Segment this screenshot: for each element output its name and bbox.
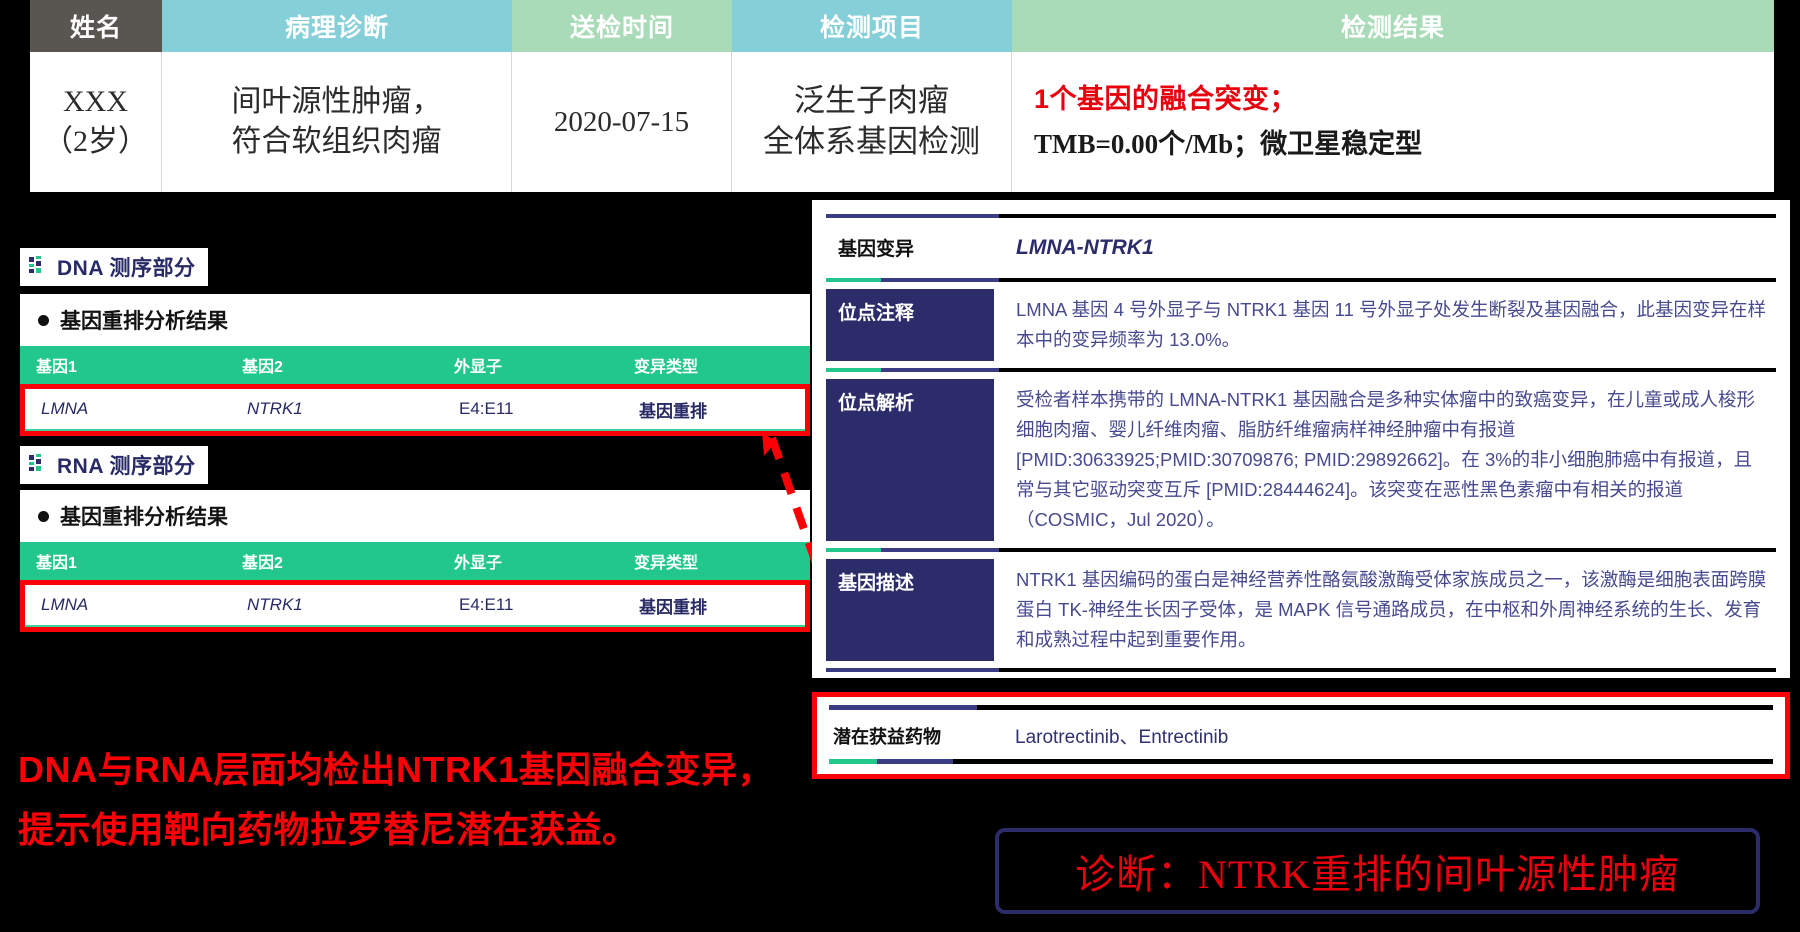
- dna-cell-type: 基因重排: [639, 401, 707, 421]
- table-row: LMNA NTRK1 E4:E11 基因重排: [25, 389, 805, 431]
- patient-summary-table: 姓名 病理诊断 送检时间 检测项目 检测结果 XXX （2岁） 间叶源性肿瘤， …: [30, 0, 1774, 192]
- rna-bullet-heading: 基因重排分析结果: [20, 490, 810, 542]
- locus-annotation-key: 位点注释: [826, 289, 994, 361]
- rna-section-label: RNA 测序部分: [57, 455, 196, 478]
- rna-cell-gene1: LMNA: [41, 595, 89, 614]
- rna-results-card: 基因重排分析结果 基因1 基因2 外显子 变异类型 LMNA NTRK1 E4:…: [20, 490, 810, 632]
- conclusion-text: DNA与RNA层面均检出NTRK1基因融合变异， 提示使用靶向药物拉罗替尼潜在获…: [18, 740, 808, 861]
- locus-analysis-block: 位点解析 受检者样本携带的 LMNA-NTRK1 基因融合是多种实体瘤中的致癌变…: [826, 367, 1776, 541]
- patient-table-data-row: XXX （2岁） 间叶源性肿瘤， 符合软组织肉瘤 2020-07-15 泛生子肉…: [30, 52, 1774, 192]
- sequencing-results-panel: DNA 测序部分 基因重排分析结果 基因1 基因2 外显子 变异类型 LMNA: [20, 248, 810, 632]
- cell-patient-name: XXX （2岁）: [30, 52, 162, 192]
- gene-description-value: NTRK1 基因编码的蛋白是神经营养性酪氨酸激酶受体家族成员之一，该激酶是细胞表…: [1016, 568, 1767, 650]
- grid-squares-icon: [28, 255, 48, 280]
- locus-analysis-key: 位点解析: [826, 378, 994, 541]
- dna-cell-exon: E4:E11: [459, 399, 514, 418]
- divider-rule: [829, 759, 1773, 764]
- grid-squares-icon: [28, 453, 48, 478]
- dna-cell-gene2: NTRK1: [247, 399, 303, 418]
- conclusion-line1: DNA与RNA层面均检出NTRK1基因融合变异，: [18, 749, 774, 790]
- gene-description-kv: 基因描述 NTRK1 基因编码的蛋白是神经营养性酪氨酸激酶受体家族成员之一，该激…: [826, 552, 1776, 661]
- dna-col-gene1: 基因1: [36, 359, 77, 376]
- potential-benefit-drugs-box: 潜在获益药物 Larotrectinib、Entrectinib: [812, 692, 1790, 779]
- rna-bullet-label: 基因重排分析结果: [60, 506, 228, 529]
- divider-rule: [826, 367, 1776, 372]
- test-item-line1: 泛生子肉瘤: [794, 83, 949, 119]
- cell-test-result: 1个基因的融合突变； TMB=0.00个/Mb；微卫星稳定型: [1012, 52, 1774, 192]
- panel-bottom-rule: [826, 667, 1776, 672]
- patient-table-header-row: 姓名 病理诊断 送检时间 检测项目 检测结果: [30, 0, 1774, 52]
- cell-pathology-diagnosis: 间叶源性肿瘤， 符合软组织肉瘤: [162, 52, 512, 192]
- header-cell-test-item: 检测项目: [732, 0, 1012, 52]
- cell-sample-date: 2020-07-15: [512, 52, 732, 192]
- patient-name-line1: XXX: [63, 85, 128, 119]
- dna-col-exon: 外显子: [454, 359, 503, 376]
- rna-col-exon: 外显子: [454, 555, 503, 572]
- dna-col-gene2: 基因2: [242, 359, 283, 376]
- locus-annotation-kv: 位点注释 LMNA 基因 4 号外显子与 NTRK1 基因 11 号外显子处发生…: [826, 282, 1776, 361]
- gene-variant-value: LMNA-NTRK1: [1016, 236, 1154, 259]
- rna-cell-type: 基因重排: [639, 597, 707, 617]
- cell-test-item: 泛生子肉瘤 全体系基因检测: [732, 52, 1012, 192]
- rna-col-gene2: 基因2: [242, 555, 283, 572]
- dna-row-highlight-box: LMNA NTRK1 E4:E11 基因重排: [20, 384, 810, 436]
- pathology-line1: 间叶源性肿瘤，: [231, 85, 442, 119]
- drugs-value: Larotrectinib、Entrectinib: [1015, 727, 1229, 748]
- rna-section-badge: RNA 测序部分: [20, 446, 208, 484]
- locus-analysis-value: 受检者样本携带的 LMNA-NTRK1 基因融合是多种实体瘤中的致癌变异，在儿童…: [1016, 388, 1755, 530]
- pathology-line2: 符合软组织肉瘤: [231, 125, 442, 158]
- gene-description-block: 基因描述 NTRK1 基因编码的蛋白是神经营养性酪氨酸激酶受体家族成员之一，该激…: [826, 547, 1776, 661]
- bullet-dot-icon: [38, 314, 49, 326]
- rna-cell-exon: E4:E11: [459, 595, 514, 614]
- dna-bullet-heading: 基因重排分析结果: [20, 294, 810, 346]
- dna-col-type: 变异类型: [634, 359, 699, 376]
- diagnosis-box: 诊断：NTRK重排的间叶源性肿瘤: [995, 828, 1760, 914]
- rna-table-header: 基因1 基因2 外显子 变异类型: [20, 542, 810, 580]
- rna-col-gene1: 基因1: [36, 555, 77, 572]
- rna-col-type: 变异类型: [634, 555, 699, 572]
- header-cell-date: 送检时间: [512, 0, 732, 52]
- divider-rule: [826, 547, 1776, 552]
- locus-annotation-block: 位点注释 LMNA 基因 4 号外显子与 NTRK1 基因 11 号外显子处发生…: [826, 278, 1776, 361]
- locus-analysis-kv: 位点解析 受检者样本携带的 LMNA-NTRK1 基因融合是多种实体瘤中的致癌变…: [826, 372, 1776, 541]
- dna-rearrangement-table: 基因1 基因2 外显子 变异类型 LMNA NTRK1 E4:E11 基因重排: [20, 346, 810, 436]
- divider-rule: [826, 278, 1776, 283]
- gene-description-key: 基因描述: [826, 558, 994, 661]
- rna-cell-gene2: NTRK1: [247, 595, 303, 614]
- rna-row-highlight-box: LMNA NTRK1 E4:E11 基因重排: [20, 580, 810, 632]
- gene-variant-key: 基因变异: [838, 239, 915, 260]
- header-cell-name: 姓名: [30, 0, 162, 52]
- gene-variant-kv: 基因变异 LMNA-NTRK1: [826, 218, 1776, 271]
- header-cell-test-result: 检测结果: [1012, 0, 1774, 52]
- result-tmb-msi: TMB=0.00个/Mb；微卫星稳定型: [1034, 128, 1423, 159]
- dna-section-label: DNA 测序部分: [57, 257, 196, 280]
- dna-cell-gene1: LMNA: [41, 399, 89, 418]
- variant-detail-panel: 基因变异 LMNA-NTRK1 位点注释 LMNA 基因 4 号外显子与 NTR…: [812, 200, 1790, 678]
- dna-results-card: 基因重排分析结果 基因1 基因2 外显子 变异类型 LMNA NTRK1 E4:…: [20, 294, 810, 436]
- diagnosis-text: 诊断：NTRK重排的间叶源性肿瘤: [1075, 852, 1680, 897]
- divider-rule: [826, 214, 1776, 218]
- locus-annotation-value: LMNA 基因 4 号外显子与 NTRK1 基因 11 号外显子处发生断裂及基因…: [1016, 299, 1767, 350]
- drugs-kv: 潜在获益药物 Larotrectinib、Entrectinib: [829, 710, 1773, 759]
- gene-variant-block: 基因变异 LMNA-NTRK1: [826, 214, 1776, 271]
- header-cell-pathology: 病理诊断: [162, 0, 512, 52]
- result-fusion-summary: 1个基因的融合突变；: [1034, 83, 1298, 114]
- bullet-dot-icon: [38, 510, 49, 522]
- patient-age-line: （2岁）: [43, 125, 148, 158]
- dna-bullet-label: 基因重排分析结果: [60, 310, 228, 333]
- divider-rule: [829, 705, 1773, 710]
- table-row: LMNA NTRK1 E4:E11 基因重排: [25, 585, 805, 627]
- conclusion-line2: 提示使用靶向药物拉罗替尼潜在获益。: [18, 809, 639, 851]
- dna-table-header: 基因1 基因2 外显子 变异类型: [20, 346, 810, 384]
- test-item-line2: 全体系基因检测: [763, 124, 980, 159]
- dna-section-badge: DNA 测序部分: [20, 248, 208, 286]
- rna-rearrangement-table: 基因1 基因2 外显子 变异类型 LMNA NTRK1 E4:E11 基因重排: [20, 542, 810, 632]
- drugs-key: 潜在获益药物: [833, 726, 941, 747]
